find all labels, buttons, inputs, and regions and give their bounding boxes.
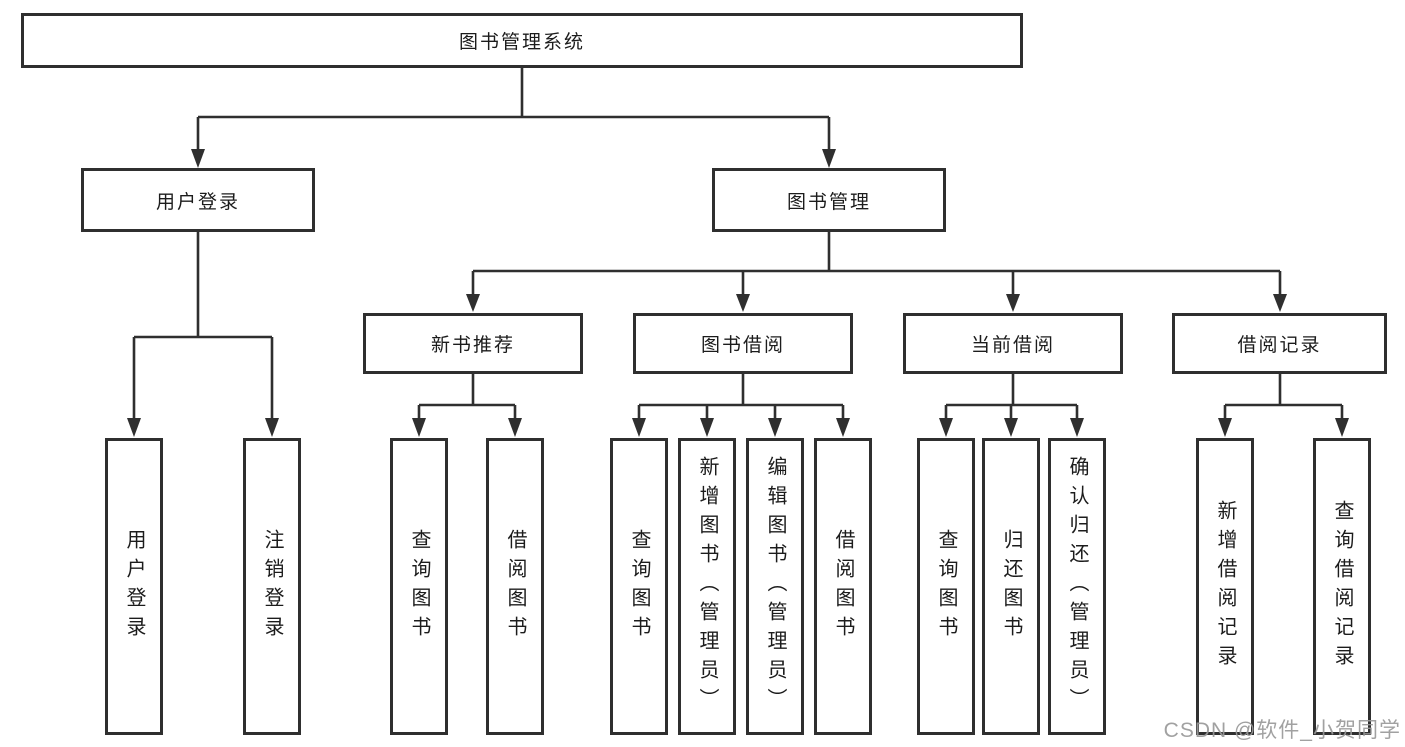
- arrowhead: [768, 418, 782, 437]
- arrowhead: [939, 418, 953, 437]
- node-new-book-recommend: 新书推荐: [363, 313, 583, 374]
- edge-root-to-level2: [191, 68, 836, 168]
- leaf-newrec-query-books: 查询图书: [390, 438, 448, 735]
- node-borrowing-records: 借阅记录: [1172, 313, 1387, 374]
- leaf-current-query-books: 查询图书: [917, 438, 975, 735]
- node-root-library-system: 图书管理系统: [21, 13, 1023, 68]
- leaf-borrowing-edit-books-admin: 编辑图书（管理员）: [746, 438, 804, 735]
- arrowhead: [127, 418, 141, 437]
- leaf-borrowing-query-books: 查询图书: [610, 438, 668, 735]
- edge-book-borrowing-to-leaves: [632, 374, 850, 437]
- arrowhead: [265, 418, 279, 437]
- arrowhead: [191, 149, 205, 168]
- arrowhead: [1006, 294, 1020, 312]
- arrowhead: [736, 294, 750, 312]
- arrowhead: [466, 294, 480, 312]
- leaf-newrec-borrow-books: 借阅图书: [486, 438, 544, 735]
- leaf-borrowing-add-books-admin: 新增图书（管理员）: [678, 438, 736, 735]
- arrowhead: [508, 418, 522, 437]
- leaf-records-add-borrow-record: 新增借阅记录: [1196, 438, 1254, 735]
- leaf-current-return-books: 归还图书: [982, 438, 1040, 735]
- leaf-user-login: 用户登录: [105, 438, 163, 735]
- node-book-management: 图书管理: [712, 168, 946, 232]
- arrowhead: [1070, 418, 1084, 437]
- leaf-records-query-borrow-record: 查询借阅记录: [1313, 438, 1371, 735]
- arrowhead: [836, 418, 850, 437]
- leaf-current-confirm-return-admin: 确认归还（管理员）: [1048, 438, 1106, 735]
- arrowhead: [1218, 418, 1232, 437]
- arrowhead: [700, 418, 714, 437]
- leaf-logout: 注销登录: [243, 438, 301, 735]
- arrowhead: [822, 149, 836, 168]
- edge-user-login-to-leaves: [127, 232, 279, 437]
- arrowhead: [1004, 418, 1018, 437]
- edge-borrowing-records-to-leaves: [1218, 374, 1349, 437]
- node-current-borrowing: 当前借阅: [903, 313, 1123, 374]
- edge-new-book-recommend-to-leaves: [412, 374, 522, 437]
- arrowhead: [632, 418, 646, 437]
- edge-book-management-to-level3: [466, 232, 1287, 312]
- csdn-watermark: CSDN @软件_小贺同学: [1163, 719, 1401, 742]
- arrowhead: [1335, 418, 1349, 437]
- arrowhead: [412, 418, 426, 437]
- edge-current-borrowing-to-leaves: [939, 374, 1084, 437]
- arrowhead: [1273, 294, 1287, 312]
- node-user-login: 用户登录: [81, 168, 315, 232]
- node-book-borrowing: 图书借阅: [633, 313, 853, 374]
- leaf-borrowing-borrow-books: 借阅图书: [814, 438, 872, 735]
